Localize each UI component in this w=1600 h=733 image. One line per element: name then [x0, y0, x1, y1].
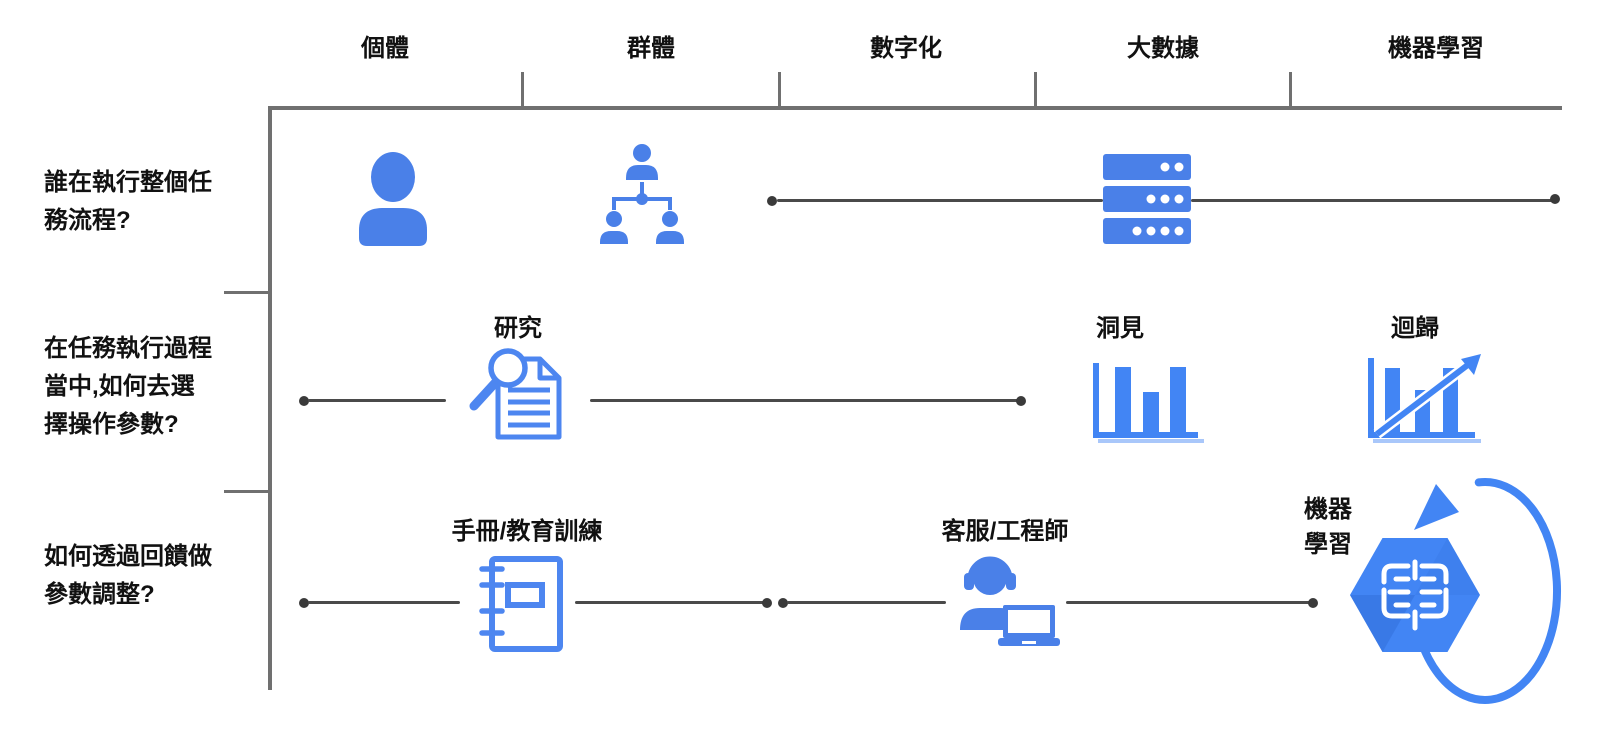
row3-line-d	[1066, 601, 1312, 604]
row1-line-left	[777, 199, 1103, 202]
column-header-bigdata: 大數據	[1127, 35, 1199, 62]
line-endpoint-dot	[778, 598, 788, 608]
caption-regression: 迴歸	[1391, 315, 1439, 342]
caption-insight: 洞見	[1096, 315, 1144, 342]
line-endpoint-dot	[762, 598, 772, 608]
line-endpoint-dot	[1308, 598, 1318, 608]
row3-line-b	[575, 601, 765, 604]
row2-line-left	[308, 399, 446, 402]
column-tick	[1289, 72, 1292, 106]
caption-research: 研究	[494, 315, 542, 342]
line-endpoint-dot	[767, 196, 777, 206]
column-header-group: 群體	[627, 35, 675, 62]
line-endpoint-dot	[299, 598, 309, 608]
line-endpoint-dot	[299, 396, 309, 406]
row3-line-a	[308, 601, 460, 604]
column-tick	[521, 72, 524, 106]
column-header-individual: 個體	[361, 35, 409, 62]
row3-line-c	[787, 601, 946, 604]
server-rack-icon	[1103, 154, 1191, 244]
column-tick	[778, 72, 781, 106]
regression-chart-icon	[1368, 354, 1481, 443]
top-axis	[270, 106, 1562, 110]
caption-support-engineer: 客服/工程師	[941, 518, 1069, 545]
column-header-digitization: 數字化	[870, 35, 942, 62]
support-agent-icon	[960, 556, 1060, 646]
person-icon	[359, 152, 427, 246]
org-chart-icon	[600, 144, 684, 244]
row-question-2: 在任務執行過程 當中,如何去選 擇操作參數?	[44, 335, 212, 438]
ml-hexagon-loop-icon	[1350, 477, 1562, 704]
column-header-machine-learning: 機器學習	[1388, 35, 1484, 62]
column-tick	[1034, 72, 1037, 106]
caption-manual-training: 手冊/教育訓練	[451, 518, 603, 545]
left-axis	[268, 106, 272, 690]
row2-line-right	[590, 399, 1020, 402]
caption-machine-learning: 機器 學習	[1304, 496, 1352, 558]
row1-line-right	[1191, 199, 1553, 202]
row-tick	[224, 291, 270, 294]
row-question-1: 誰在執行整個任 務流程?	[44, 169, 212, 234]
line-endpoint-dot	[1550, 194, 1560, 204]
line-endpoint-dot	[1016, 396, 1026, 406]
row-tick	[224, 490, 270, 493]
bar-chart-icon	[1093, 363, 1204, 443]
row-question-3: 如何透過回饋做 參數調整?	[44, 543, 212, 608]
notebook-icon	[479, 556, 563, 652]
research-document-icon	[469, 348, 562, 440]
